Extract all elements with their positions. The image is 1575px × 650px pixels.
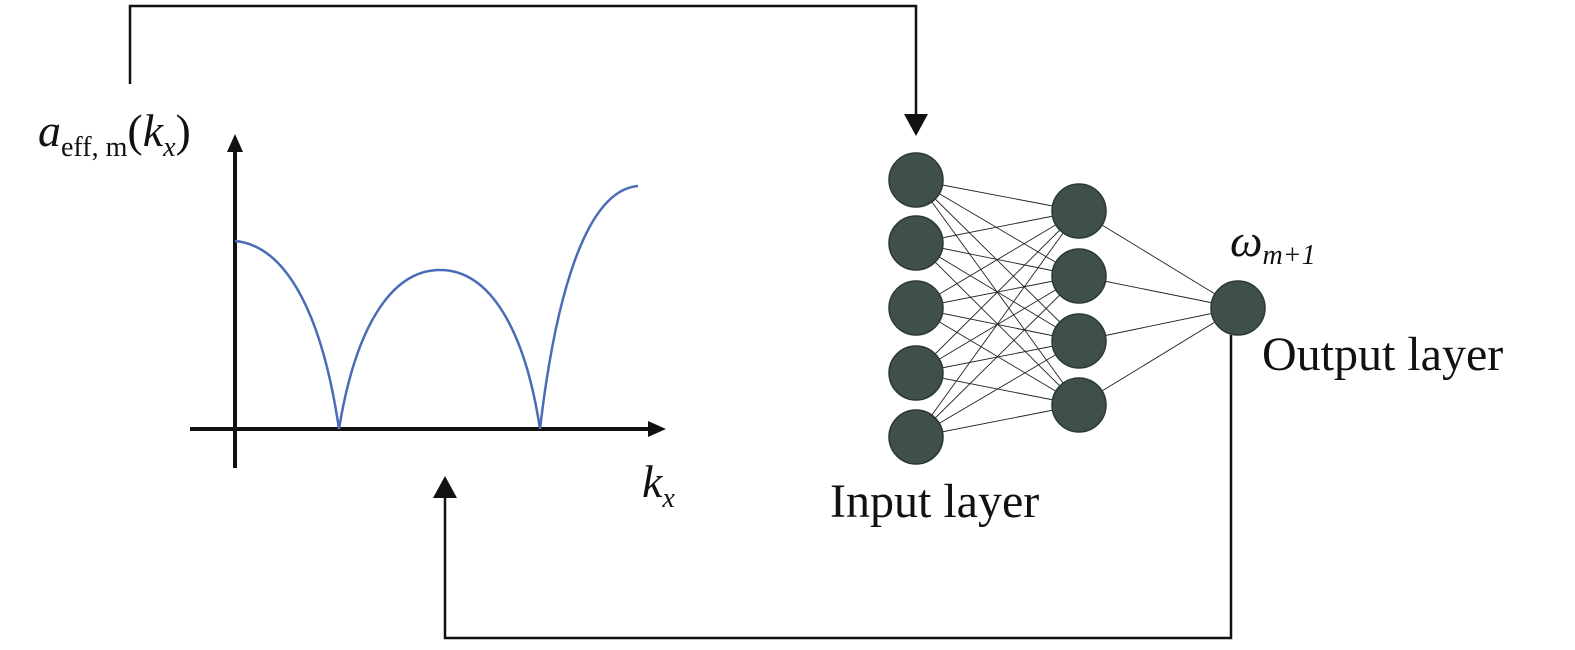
effective-amplitude-curve [234,184,639,430]
input-node [888,280,944,336]
connection-line [915,210,1080,374]
feedback-arrow-to-network [128,4,928,136]
y-axis-label: aeff, m(kx) [38,105,191,163]
x-axis-label: kx [642,456,675,514]
hidden-node [1051,313,1107,369]
connection-line [915,179,1080,277]
input-node [888,215,944,271]
output-layer-label: Output layer [1262,328,1503,381]
output-symbol: ωm+1 [1230,215,1316,271]
feedback-arrow-to-plot [433,335,1233,640]
connection-line [1078,307,1239,406]
hidden-node [1051,248,1107,304]
y-axis-arrowhead [227,134,243,152]
input-node [888,409,944,465]
connection-line [915,340,1080,438]
connection-line [915,210,1080,438]
input-layer-label: Input layer [830,475,1039,528]
x-axis-arrowhead [648,421,666,437]
connection-line [915,179,1080,342]
input-node [888,152,944,208]
plot-axes [190,134,666,468]
connection-line [915,210,1080,309]
connection-line [1078,210,1239,309]
connection-line [915,275,1080,438]
hidden-node [1051,377,1107,433]
output-node [1210,280,1266,336]
input-node [888,345,944,401]
hidden-node [1051,183,1107,239]
network-nodes [888,152,1266,465]
